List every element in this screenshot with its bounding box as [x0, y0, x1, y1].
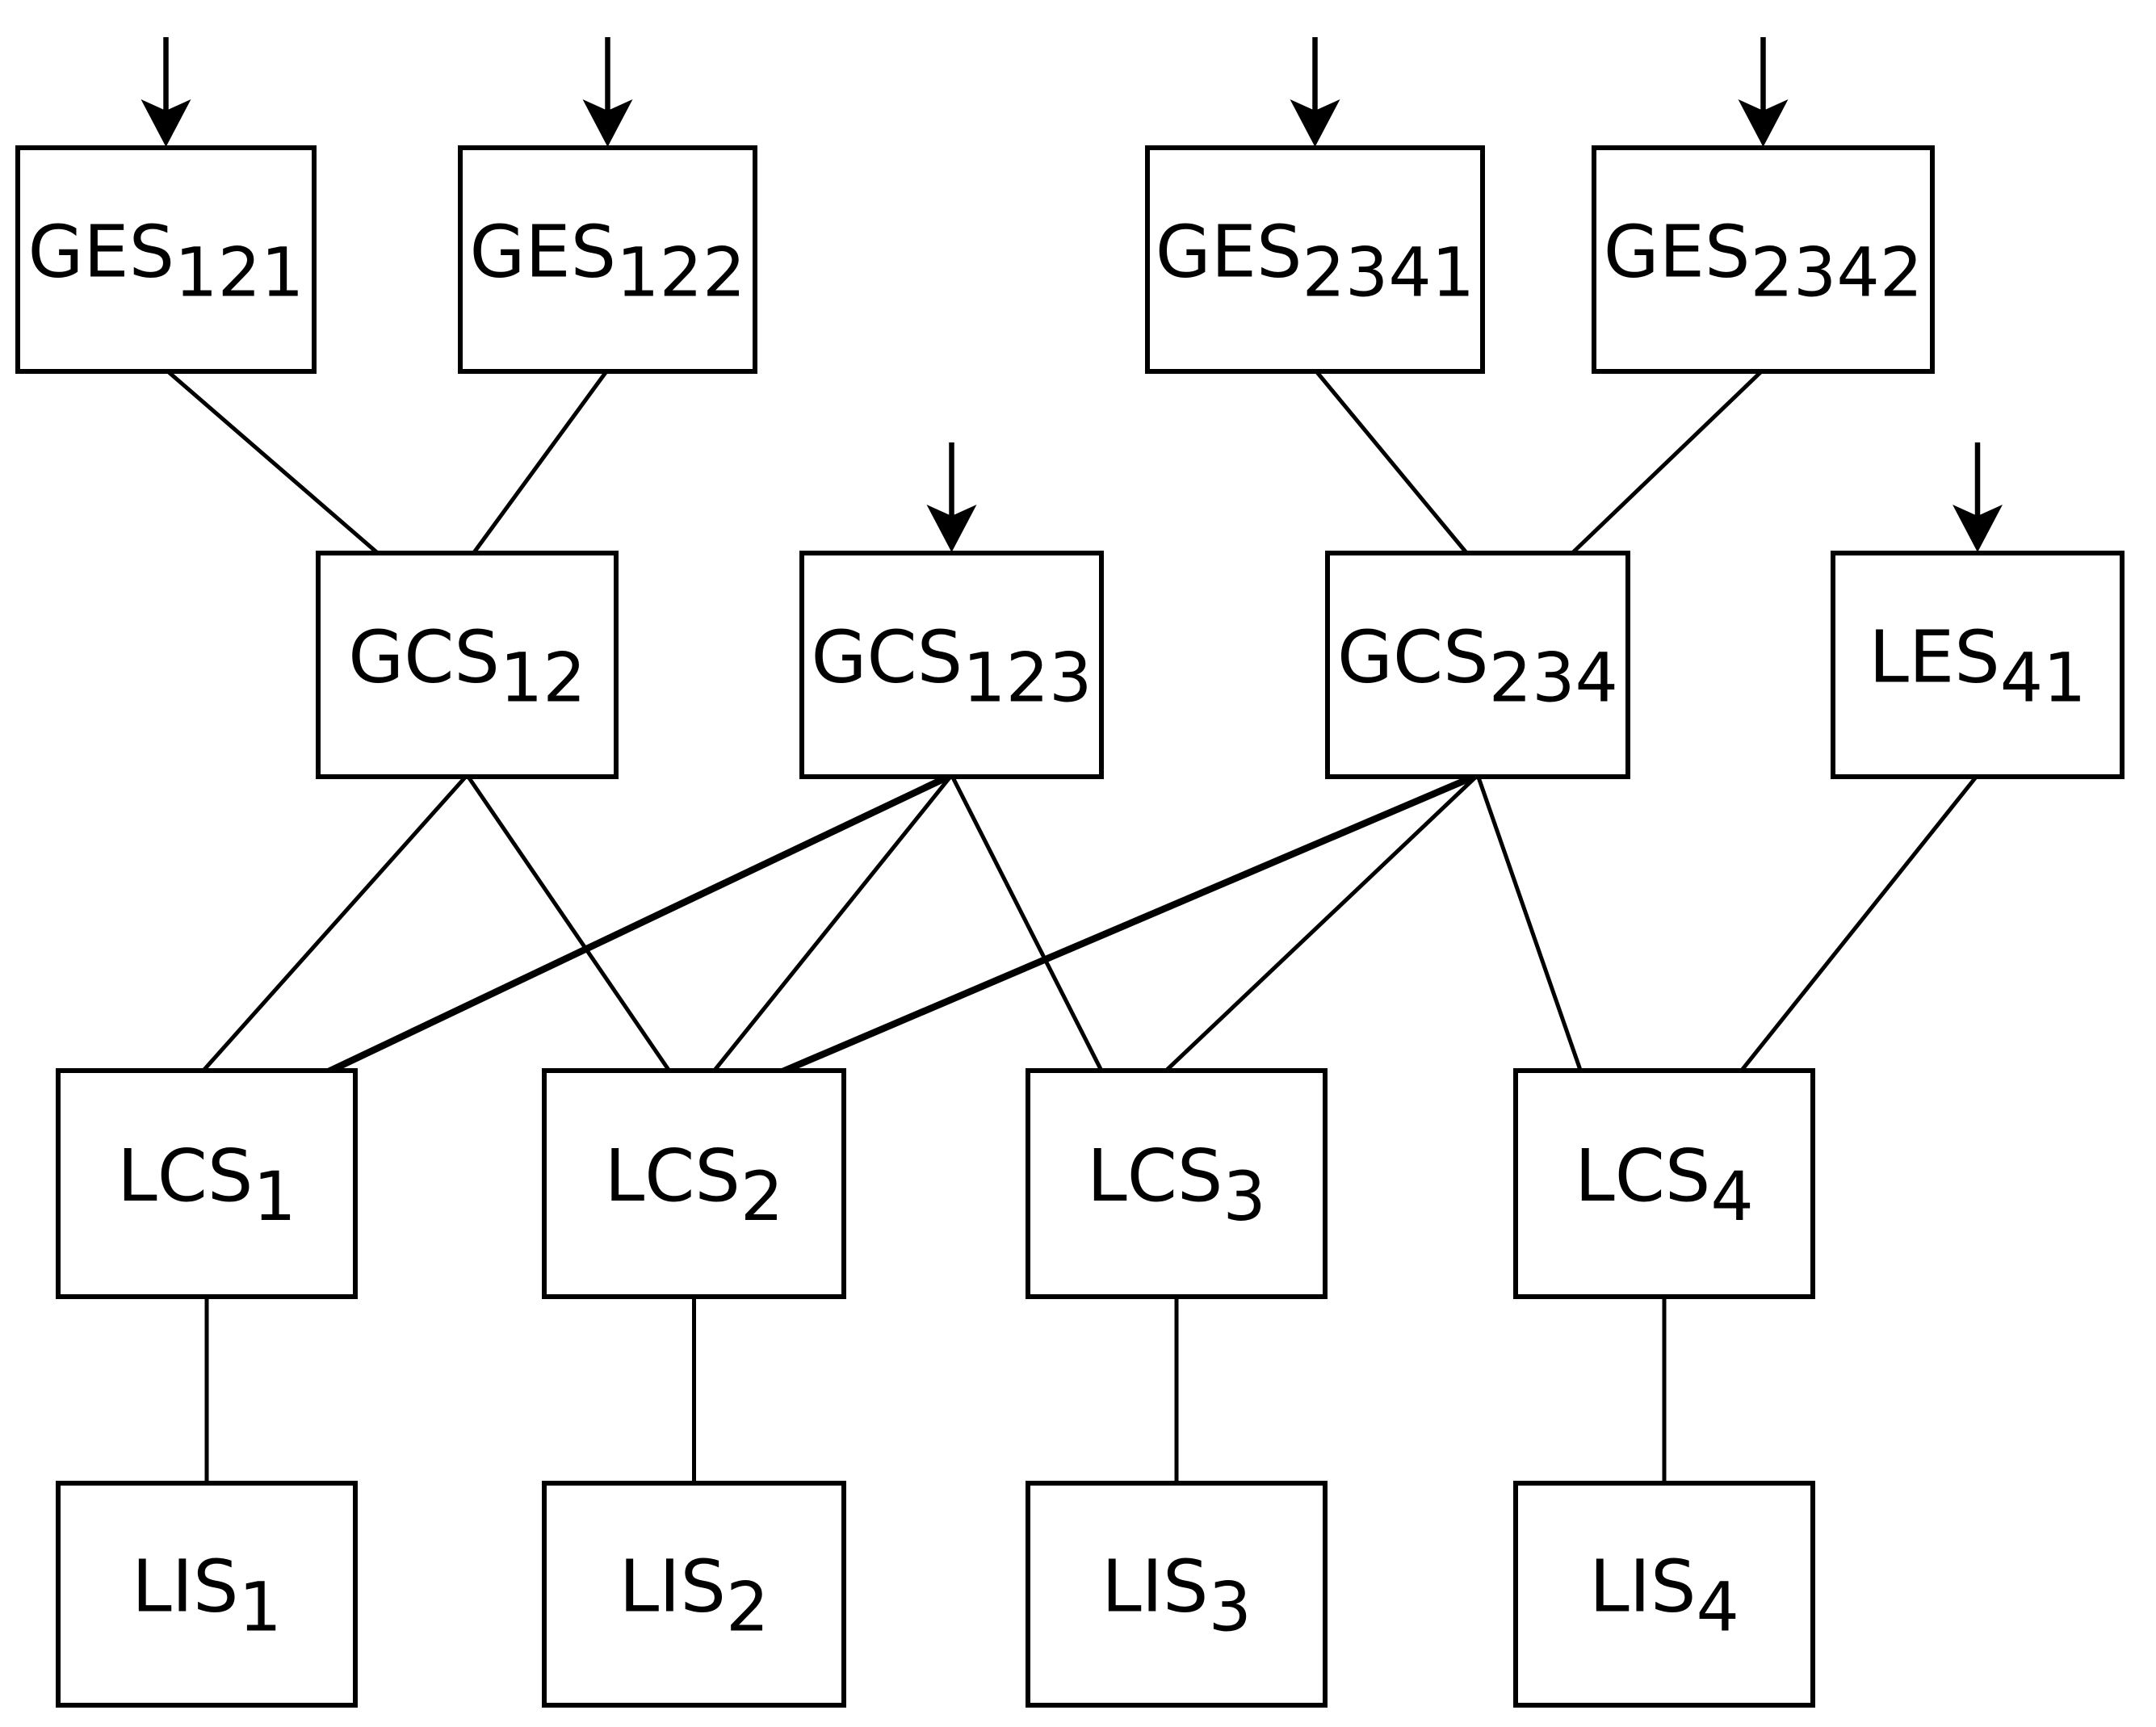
- edge-GCS12-LCS1: [200, 773, 469, 1074]
- edge-LES41-LCS4: [1739, 773, 1979, 1074]
- node-box-LCS3: [1026, 1068, 1328, 1299]
- node-label-LCS3: LCS3: [1087, 1134, 1266, 1236]
- node-label-LCS2: LCS2: [605, 1134, 784, 1236]
- node-box-GES2341: [1145, 145, 1485, 374]
- edge-GCS123-LCS1: [325, 772, 954, 1075]
- node-GES2341: GES2341: [1145, 145, 1485, 374]
- node-box-LES41: [1831, 551, 2125, 779]
- node-label-GCS12: GCS12: [348, 615, 586, 718]
- node-label-LES41: LES41: [1869, 615, 2086, 718]
- node-box-LIS2: [542, 1481, 846, 1708]
- input-arrow-head-GES122: [582, 99, 633, 147]
- node-LIS1: LIS1: [56, 1481, 358, 1708]
- node-GES2342: GES2342: [1592, 145, 1935, 374]
- node-label-LIS1: LIS1: [132, 1545, 282, 1647]
- node-GCS12: GCS12: [316, 551, 619, 779]
- node-box-LIS4: [1513, 1481, 1815, 1708]
- edge-GES2342-GCS234: [1569, 368, 1765, 556]
- node-label-GES122: GES122: [469, 210, 745, 312]
- node-GCS234: GCS234: [1325, 551, 1630, 779]
- node-box-GCS234: [1325, 551, 1630, 779]
- node-LIS2: LIS2: [542, 1481, 846, 1708]
- node-box-LCS1: [56, 1068, 358, 1299]
- input-arrow-head-GES2342: [1738, 99, 1789, 147]
- edge-GCS234-LCS2: [779, 772, 1479, 1075]
- node-LCS3: LCS3: [1026, 1068, 1328, 1299]
- input-arrow-head-GCS123: [926, 505, 977, 552]
- node-label-LIS4: LIS4: [1589, 1545, 1739, 1647]
- node-LCS1: LCS1: [56, 1068, 358, 1299]
- node-label-LIS2: LIS2: [619, 1545, 770, 1647]
- node-box-GCS12: [316, 551, 619, 779]
- node-box-LIS1: [56, 1481, 358, 1708]
- edge-GCS234-LCS3: [1163, 773, 1479, 1074]
- input-arrow-head-GES2341: [1290, 99, 1340, 147]
- edge-GES122-GCS12: [470, 368, 610, 556]
- node-box-LIS3: [1026, 1481, 1328, 1708]
- input-arrow-GES2342: [1738, 37, 1789, 147]
- node-label-GCS234: GCS234: [1337, 615, 1618, 718]
- edge-GES121-GCS12: [164, 368, 381, 556]
- node-LCS2: LCS2: [542, 1068, 846, 1299]
- node-label-GES2342: GES2342: [1604, 210, 1923, 312]
- input-arrow-GES122: [582, 37, 633, 147]
- input-arrow-LES41: [1953, 442, 2003, 552]
- edge-GCS12-LCS2: [465, 773, 673, 1074]
- node-box-GES121: [15, 145, 317, 374]
- node-label-GCS123: GCS123: [812, 615, 1093, 718]
- input-arrow-GCS123: [926, 442, 977, 552]
- node-LIS4: LIS4: [1513, 1481, 1815, 1708]
- node-box-GCS123: [799, 551, 1104, 779]
- node-label-LCS1: LCS1: [117, 1134, 296, 1236]
- input-arrow-head-LES41: [1953, 505, 2003, 552]
- edge-GCS123-LCS3: [950, 773, 1105, 1074]
- edge-GCS123-LCS2: [711, 773, 954, 1074]
- node-GCS123: GCS123: [799, 551, 1104, 779]
- node-label-LCS4: LCS4: [1575, 1134, 1754, 1236]
- node-label-GES121: GES121: [27, 210, 304, 312]
- edge-GCS234-LCS4: [1475, 774, 1583, 1073]
- node-box-LCS4: [1513, 1068, 1815, 1299]
- node-box-LCS2: [542, 1068, 846, 1299]
- input-arrow-GES121: [141, 37, 191, 147]
- node-LCS4: LCS4: [1513, 1068, 1815, 1299]
- node-LIS3: LIS3: [1026, 1481, 1328, 1708]
- node-box-GES2342: [1592, 145, 1935, 374]
- input-arrow-head-GES121: [141, 99, 191, 147]
- node-box-GES122: [458, 145, 757, 374]
- node-LES41: LES41: [1831, 551, 2125, 779]
- node-label-LIS3: LIS3: [1101, 1545, 1252, 1647]
- edge-GES2341-GCS234: [1313, 368, 1470, 556]
- node-GES121: GES121: [15, 145, 317, 374]
- node-label-GES2341: GES2341: [1156, 210, 1474, 312]
- node-GES122: GES122: [458, 145, 757, 374]
- input-arrow-GES2341: [1290, 37, 1340, 147]
